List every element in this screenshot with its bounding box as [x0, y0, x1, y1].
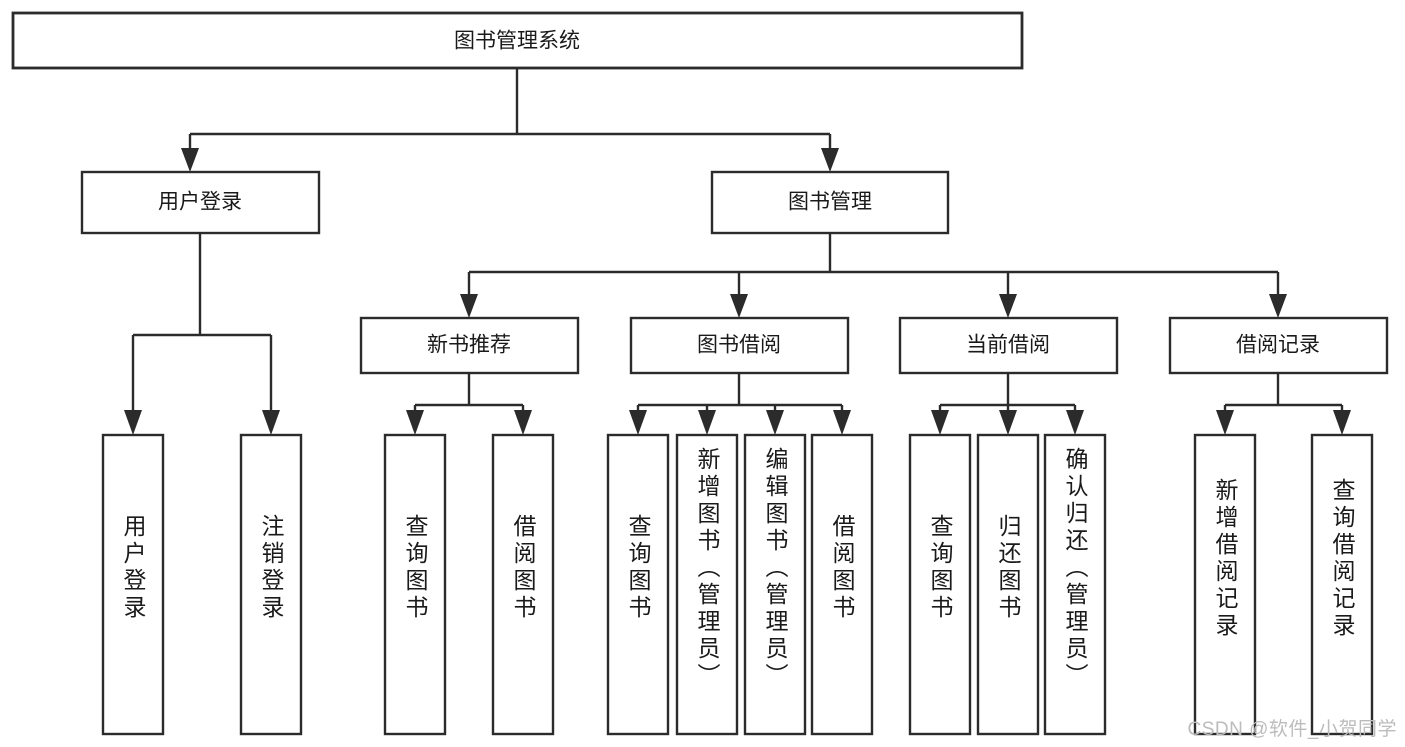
arrow-head-icon — [124, 410, 142, 435]
node-borrow-record-label: 借阅记录 — [1236, 334, 1320, 357]
node-leaf-query-book-1[interactable]: 查询图书 — [383, 433, 447, 736]
node-leaf-return-book-label: 归还图书 — [995, 514, 1022, 622]
node-leaf-return-book[interactable]: 归还图书 — [976, 433, 1040, 736]
arrow-head-icon — [698, 410, 716, 435]
node-leaf-logout-label: 注销登录 — [258, 514, 285, 622]
node-leaf-query-book-2[interactable]: 查询图书 — [606, 433, 670, 736]
node-book-borrow-label: 图书借阅 — [697, 334, 781, 357]
node-leaf-borrow-book-2[interactable]: 借阅图书 — [810, 433, 874, 736]
arrow-head-icon — [514, 410, 532, 435]
node-leaf-add-record-box[interactable] — [1193, 433, 1257, 736]
node-book-borrow[interactable]: 图书借阅 — [629, 316, 850, 375]
node-leaf-add-book-label: 新增图书（管理员） — [694, 447, 721, 690]
arrow-head-icon — [1216, 410, 1234, 435]
node-leaf-confirm-return-label: 确认归还（管理员） — [1062, 447, 1089, 690]
node-leaf-query-record-label: 查询借阅记录 — [1329, 478, 1356, 640]
arrow-head-icon — [931, 410, 949, 435]
arrow-head-icon — [262, 410, 280, 435]
connector-group-user-login — [124, 233, 280, 435]
node-leaf-query-book-1-label: 查询图书 — [402, 514, 429, 622]
node-book-borrow-box[interactable] — [629, 316, 850, 375]
node-user-login-label: 用户登录 — [158, 191, 242, 214]
node-leaf-borrow-book-2-box[interactable] — [810, 433, 874, 736]
connector-group-book-borrow — [629, 373, 851, 435]
arrow-head-icon — [406, 410, 424, 435]
node-leaf-borrow-book-1[interactable]: 借阅图书 — [491, 433, 555, 736]
node-borrow-record[interactable]: 借阅记录 — [1168, 316, 1389, 375]
arrow-head-icon — [821, 148, 839, 172]
node-new-book-recommend[interactable]: 新书推荐 — [359, 316, 580, 375]
node-user-login-box[interactable] — [80, 170, 321, 235]
arrow-head-icon — [629, 410, 647, 435]
arrow-head-icon — [766, 410, 784, 435]
connector-group-new-book-recommend — [406, 373, 532, 435]
node-leaf-return-book-box[interactable] — [976, 433, 1040, 736]
node-new-book-recommend-box[interactable] — [359, 316, 580, 375]
arrow-head-icon — [999, 294, 1017, 318]
node-leaf-query-book-3-label: 查询图书 — [927, 514, 954, 622]
node-leaf-query-book-3-box[interactable] — [908, 433, 972, 736]
node-leaf-user-login-label: 用户登录 — [120, 514, 147, 622]
connector-group-book-management — [460, 233, 1287, 318]
node-leaf-query-book-3[interactable]: 查询图书 — [908, 433, 972, 736]
node-book-management[interactable]: 图书管理 — [710, 170, 950, 235]
node-book-management-label: 图书管理 — [788, 191, 872, 214]
connector-group-root — [181, 68, 839, 172]
node-leaf-edit-book[interactable]: 编辑图书（管理员） — [743, 433, 807, 736]
node-user-login[interactable]: 用户登录 — [80, 170, 321, 235]
node-borrow-record-box[interactable] — [1168, 316, 1389, 375]
node-leaf-edit-book-label: 编辑图书（管理员） — [762, 447, 789, 690]
node-leaf-query-book-1-box[interactable] — [383, 433, 447, 736]
node-new-book-recommend-label: 新书推荐 — [427, 334, 511, 357]
node-leaf-query-book-2-box[interactable] — [606, 433, 670, 736]
node-current-borrow-label: 当前借阅 — [966, 334, 1050, 357]
node-leaf-logout-box[interactable] — [239, 433, 303, 736]
node-leaf-logout[interactable]: 注销登录 — [239, 433, 303, 736]
node-leaf-edit-book-box[interactable] — [743, 433, 807, 736]
node-current-borrow[interactable]: 当前借阅 — [898, 316, 1119, 375]
node-leaf-add-book-box[interactable] — [675, 433, 739, 736]
node-leaf-query-record[interactable]: 查询借阅记录 — [1310, 433, 1374, 736]
arrow-head-icon — [1269, 294, 1287, 318]
node-leaf-add-record-label: 新增借阅记录 — [1212, 478, 1239, 640]
arrow-head-icon — [730, 294, 748, 318]
node-leaf-borrow-book-2-label: 借阅图书 — [829, 514, 856, 622]
node-leaf-query-book-2-label: 查询图书 — [625, 514, 652, 622]
arrow-head-icon — [181, 148, 199, 172]
node-leaf-add-record[interactable]: 新增借阅记录 — [1193, 433, 1257, 736]
node-leaf-user-login-box[interactable] — [101, 433, 165, 736]
connector-group-borrow-record — [1216, 373, 1351, 435]
node-leaf-query-record-box[interactable] — [1310, 433, 1374, 736]
node-leaf-confirm-return-box[interactable] — [1043, 433, 1107, 736]
node-leaf-borrow-book-1-label: 借阅图书 — [510, 514, 537, 622]
node-root-label: 图书管理系统 — [454, 30, 580, 53]
arrow-head-icon — [460, 294, 478, 318]
arrow-head-icon — [833, 410, 851, 435]
node-root[interactable]: 图书管理系统 — [11, 11, 1024, 70]
node-leaf-user-login[interactable]: 用户登录 — [101, 433, 165, 736]
arrow-head-icon — [999, 410, 1017, 435]
node-current-borrow-box[interactable] — [898, 316, 1119, 375]
node-leaf-borrow-book-1-box[interactable] — [491, 433, 555, 736]
connector-group-current-borrow — [931, 373, 1084, 435]
node-book-management-box[interactable] — [710, 170, 950, 235]
arrow-head-icon — [1333, 410, 1351, 435]
arrow-head-icon — [1066, 410, 1084, 435]
node-leaf-confirm-return[interactable]: 确认归还（管理员） — [1043, 433, 1107, 736]
node-leaf-add-book[interactable]: 新增图书（管理员） — [675, 433, 739, 736]
node-root-box[interactable] — [11, 11, 1024, 70]
